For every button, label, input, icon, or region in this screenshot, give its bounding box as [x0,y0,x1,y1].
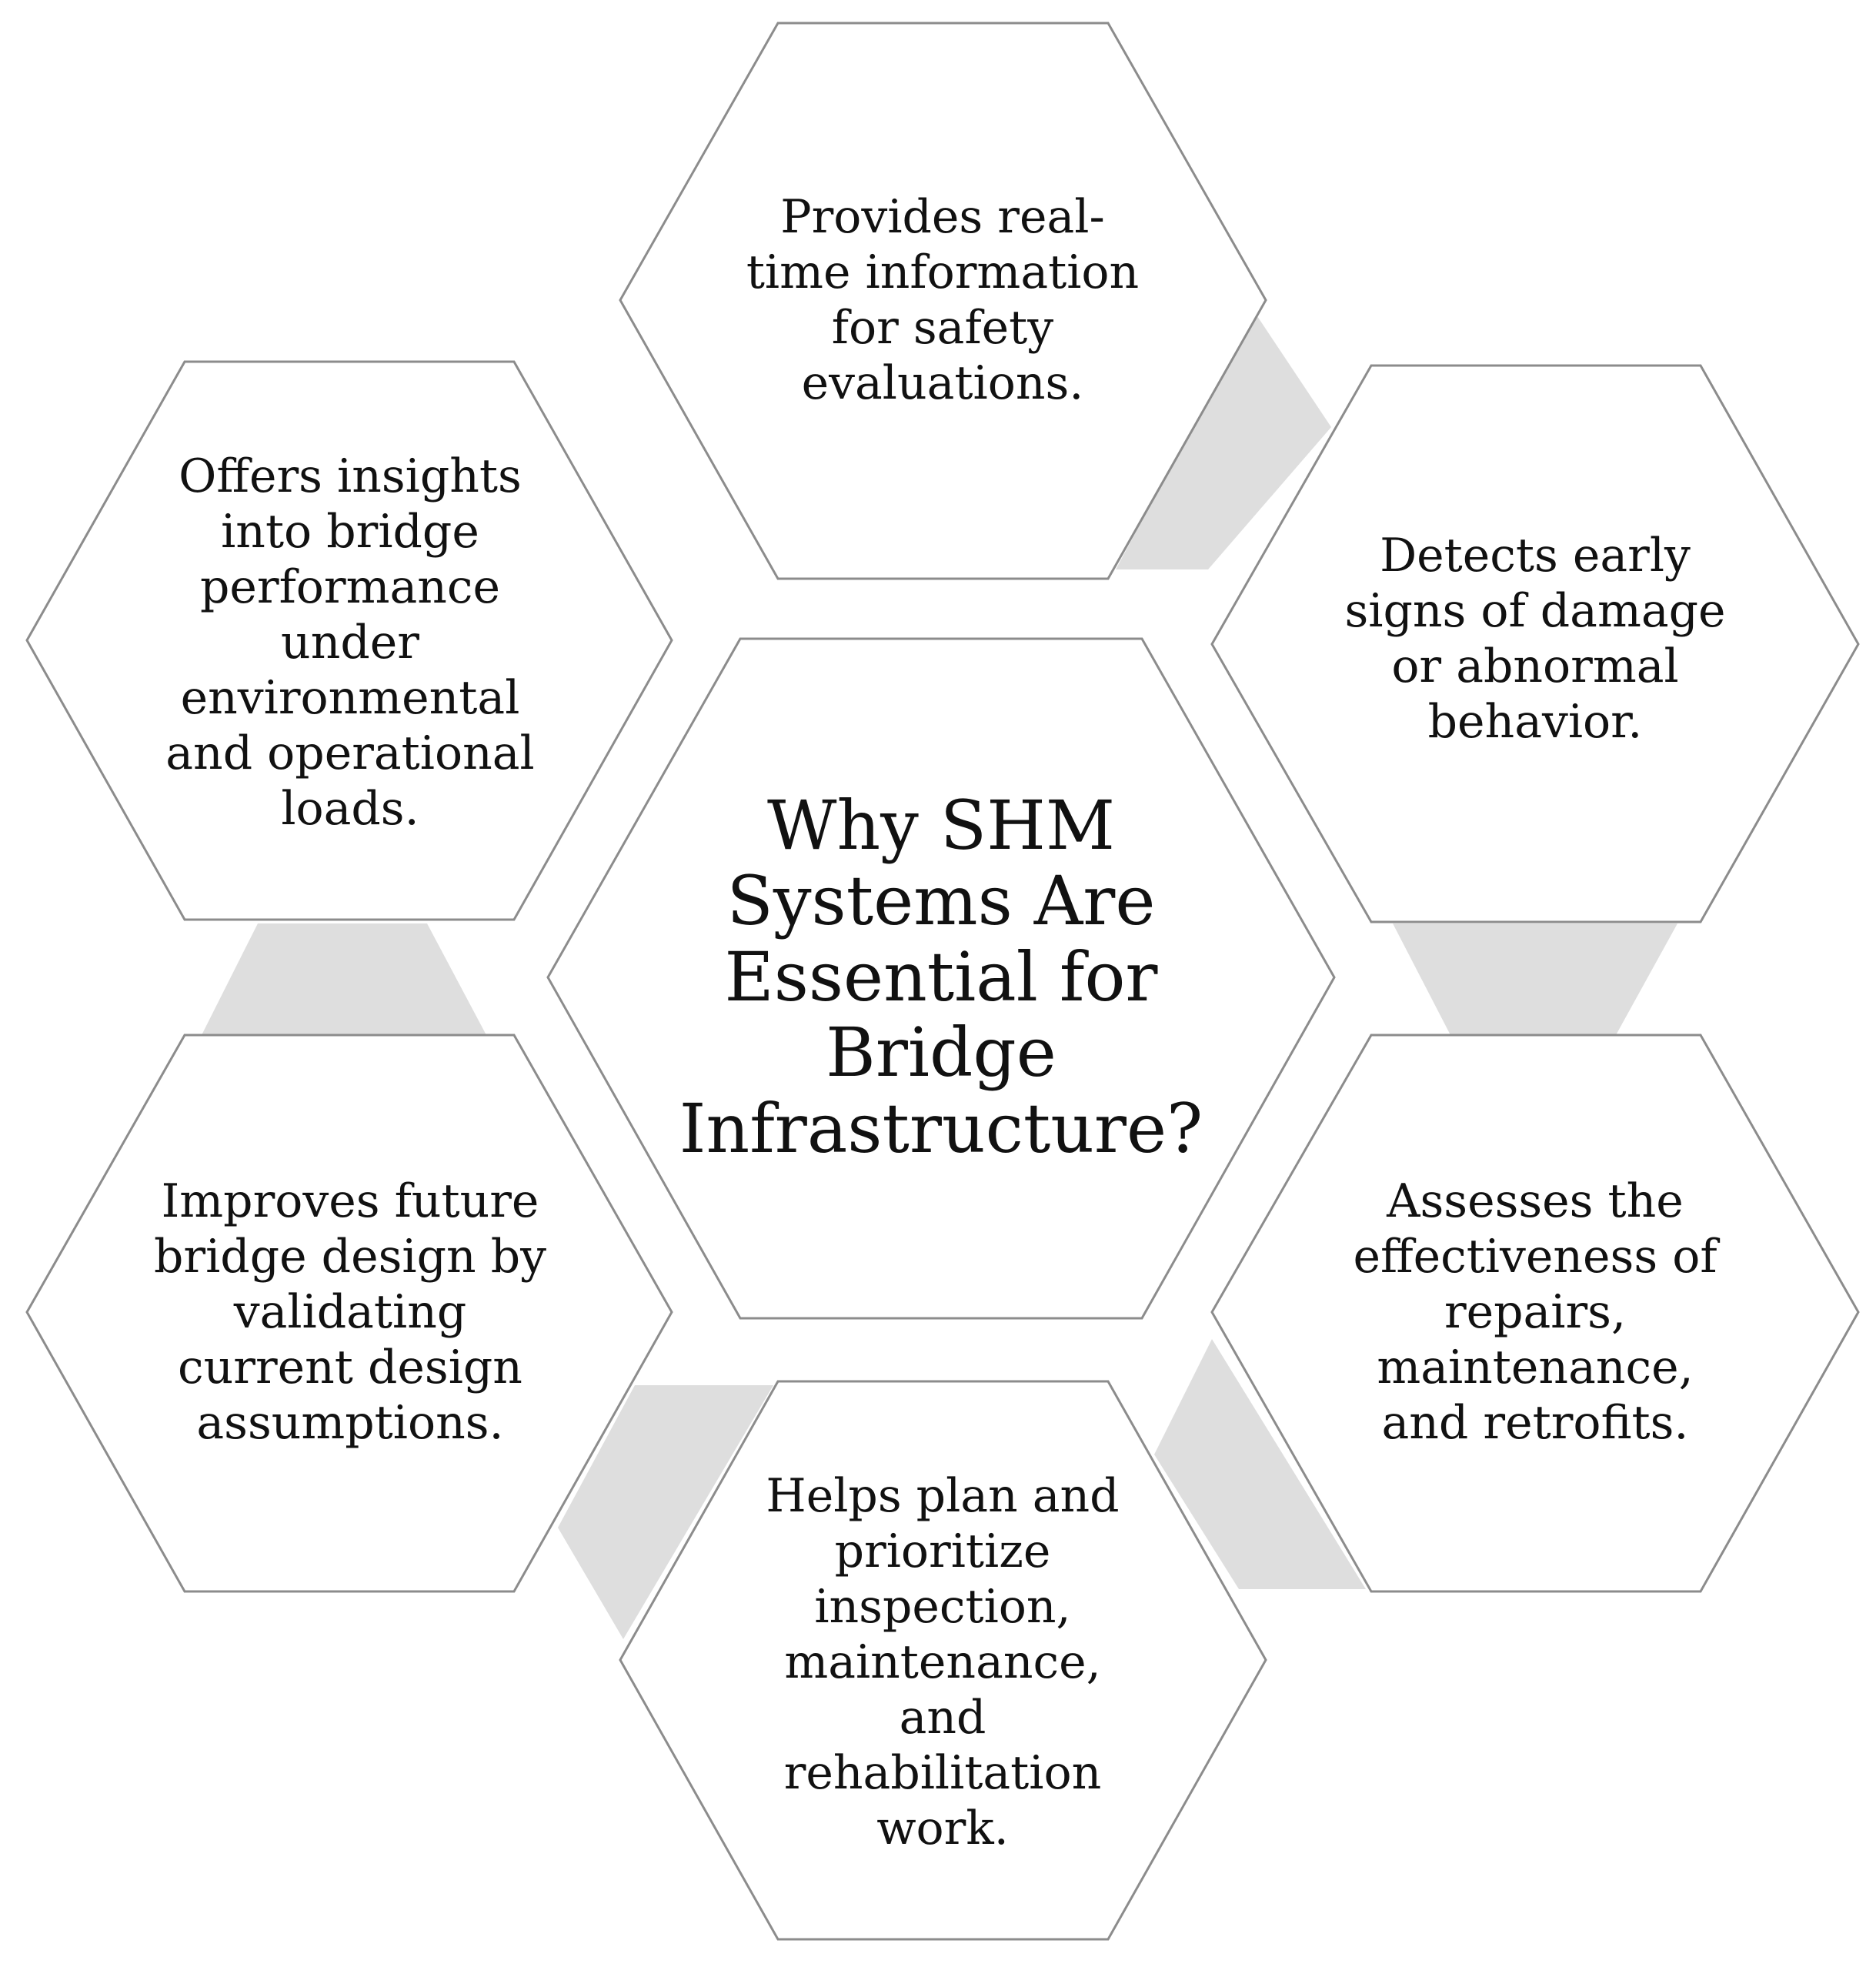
hexagon-upper-left-text: Offers insights into bridge performance … [165,449,535,836]
connector-lower-right-bottom [1154,1339,1366,1589]
hexagon-top-text: Provides real- time information for safe… [746,190,1140,410]
connector-bottom-lower-left [558,1385,773,1639]
hexagon-upper-right-text: Detects early signs of damage or abnorma… [1344,529,1726,749]
center-title: Why SHM Systems Are Essential for Bridge… [662,739,1220,1216]
hexagon-lower-left-text-box: Improves future bridge design by validat… [104,1147,596,1478]
hexagon-upper-right-text-box: Detects early signs of damage or abnorma… [1293,493,1778,785]
hexagon-top [619,22,1267,580]
connector-lower-left-upper-left [202,923,486,1035]
hexagon-lower-left-text: Improves future bridge design by validat… [154,1174,546,1450]
hexagon-bottom-text-box: Helps plan and prioritize inspection, ma… [693,1447,1193,1878]
hexagon-upper-left-text-box: Offers insights into bridge performance … [104,439,596,847]
hexagon-center [546,637,1336,1320]
hexagon-upper-left [25,360,673,921]
hexagon-lower-left [25,1034,673,1593]
hexagon-bottom-text: Helps plan and prioritize inspection, ma… [766,1469,1120,1855]
center-title-text: Why SHM Systems Are Essential for Bridge… [679,785,1203,1168]
hexagon-bottom [619,1380,1267,1941]
connector-upper-right-lower-right [1393,923,1677,1035]
hexagon-upper-right [1210,364,1860,923]
hexagon-lower-right-text-box: Assesses the effectiveness of repairs, m… [1293,1147,1778,1478]
hexagon-top-text-box: Provides real- time information for safe… [693,154,1193,446]
hexagon-lower-right [1210,1034,1860,1593]
connector-top-upper-right [1116,312,1331,569]
hexagon-lower-right-text: Assesses the effectiveness of repairs, m… [1353,1174,1717,1450]
